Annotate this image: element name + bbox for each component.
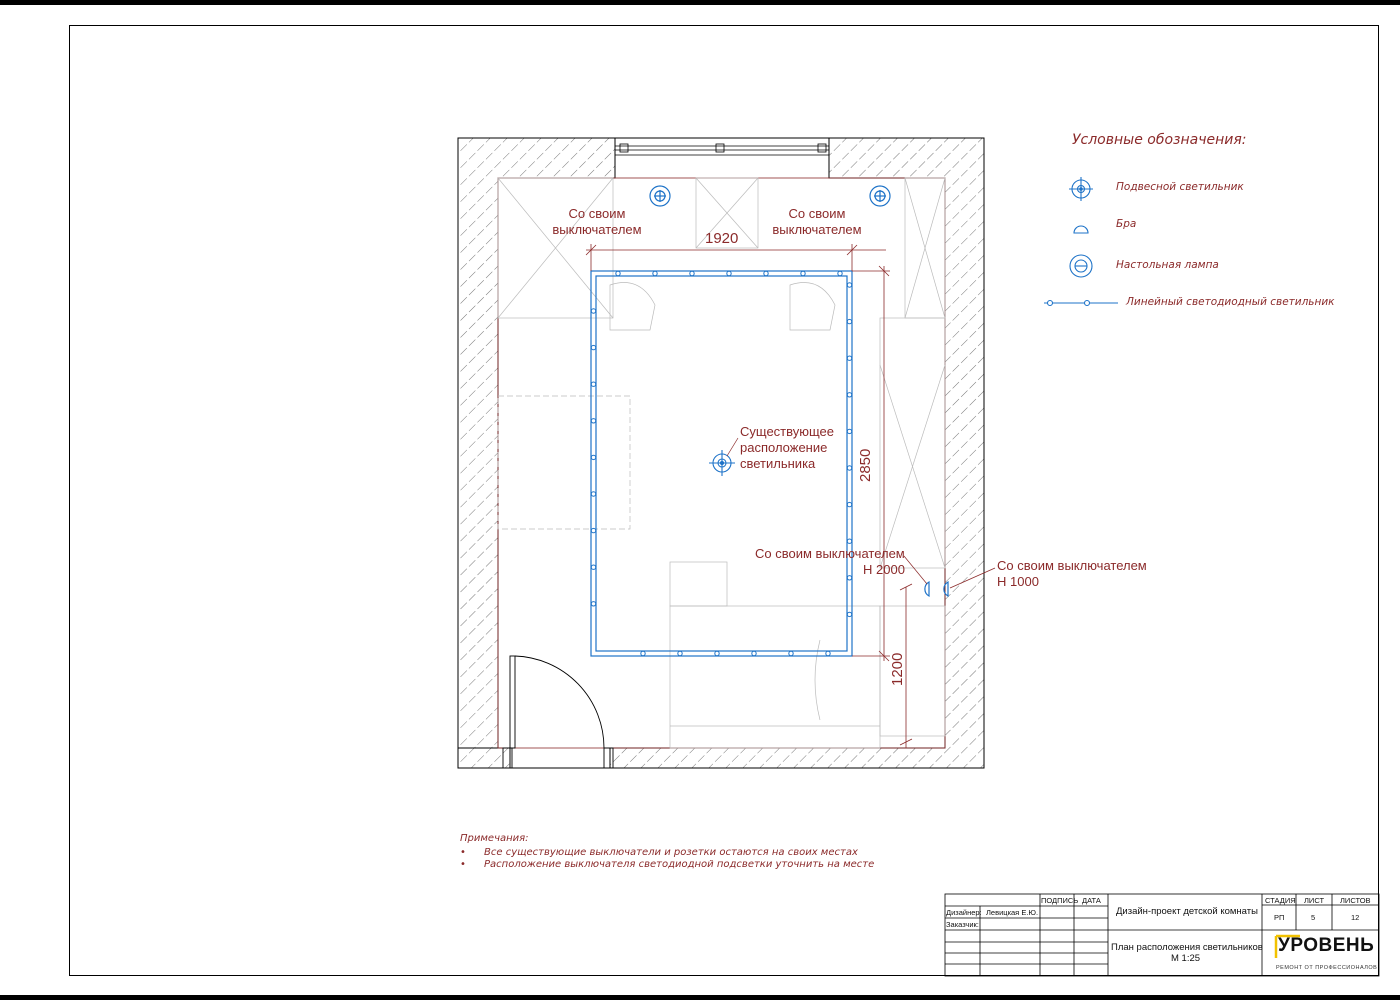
led-node — [846, 465, 853, 471]
pendant-light-icon — [869, 185, 891, 207]
own-switch-label-right: Со своим выключателем — [772, 206, 862, 237]
led-node — [846, 575, 853, 581]
wall-sconce-icon — [924, 580, 949, 598]
dimension-lines — [585, 244, 913, 748]
led-node — [590, 491, 597, 497]
led-node — [590, 418, 597, 424]
tb-stage: РП — [1274, 913, 1285, 922]
legend-title: Условные обозначения: — [1072, 132, 1247, 148]
led-node — [726, 270, 732, 277]
legend-item-linear-led: Линейный светодиодный светильник — [1126, 296, 1335, 308]
note-item: Все существующие выключатели и розетки о… — [460, 847, 874, 860]
led-node — [677, 650, 683, 657]
tb-sheets: 12 — [1351, 913, 1360, 922]
legend-item-pendant: Подвесной светильник — [1116, 181, 1244, 193]
tb-designer-name: Левицкая Е.Ю. — [986, 908, 1039, 917]
legend-item-sconce: Бра — [1116, 218, 1137, 230]
led-node — [590, 564, 597, 570]
notes-block: Примечания: Все существующие выключатели… — [460, 833, 874, 872]
led-node — [590, 601, 597, 607]
pendant-light-icon — [649, 185, 671, 207]
tb-sheet: 5 — [1311, 913, 1316, 922]
own-switch-label-left: Со своим выключателем — [552, 206, 642, 237]
led-node — [846, 318, 853, 325]
led-node — [590, 527, 597, 534]
led-node — [846, 392, 853, 398]
dimension-bed-offset: 1200 — [889, 652, 906, 686]
tb-stage-header: СТАДИЯ — [1265, 896, 1296, 905]
led-node — [846, 282, 853, 288]
tb-signature-header: ПОДПИСЬ — [1041, 896, 1079, 905]
led-node — [825, 650, 831, 657]
furniture — [497, 177, 946, 749]
led-node — [590, 381, 597, 387]
led-node — [615, 270, 621, 277]
dimension-width: 1920 — [705, 230, 739, 247]
window — [615, 143, 829, 156]
legend-item-table-lamp: Настольная лампа — [1116, 259, 1219, 271]
title-block-grid — [944, 893, 1380, 977]
tb-sheet-title: План расположения светильников — [1111, 942, 1263, 953]
led-strip-perimeter — [590, 270, 853, 657]
ceiling-light-icon — [709, 450, 735, 476]
led-node — [800, 270, 806, 277]
led-node — [714, 650, 720, 657]
notes-list: Все существующие выключатели и розетки о… — [460, 847, 874, 872]
tb-date-header: ДАТА — [1082, 896, 1101, 905]
led-node — [846, 355, 853, 361]
own-switch-h2000-height: Н 2000 — [863, 562, 905, 577]
sheet-frame — [69, 25, 1379, 976]
existing-fixture-label: Существующее расположение светильника — [740, 424, 835, 471]
note-item: Расположение выключателя светодиодной по… — [460, 859, 874, 872]
tb-sheet-header: ЛИСТ — [1304, 896, 1325, 905]
tb-customer-label: Заказчик: — [946, 920, 979, 929]
led-node — [846, 611, 853, 618]
led-node — [763, 270, 769, 277]
led-node — [689, 270, 695, 277]
tb-designer-label: Дизайнер: — [946, 908, 982, 917]
door — [502, 655, 614, 769]
leader-lines — [726, 437, 996, 589]
led-node — [837, 270, 843, 277]
led-node — [846, 501, 853, 508]
led-node — [590, 454, 597, 461]
top-border-bar — [0, 0, 1400, 5]
company-logo: УРОВЕНЬ — [1278, 935, 1375, 956]
tb-scale: М 1:25 — [1171, 953, 1201, 964]
legend-icons — [1044, 177, 1118, 307]
led-node — [846, 538, 853, 544]
dimension-height: 2850 — [857, 448, 874, 482]
bottom-border-bar — [0, 995, 1400, 1000]
company-logo-subtitle: РЕМОНТ ОТ ПРОФЕССИОНАЛОВ — [1276, 965, 1378, 971]
own-switch-h2000-label: Со своим выключателем — [755, 546, 905, 561]
led-node — [590, 308, 597, 314]
own-switch-h1000-label: Со своим выключателем — [997, 558, 1147, 573]
tb-sheets-header: ЛИСТОВ — [1340, 896, 1371, 905]
led-node — [846, 428, 853, 435]
led-node — [788, 650, 794, 657]
led-strip-nodes — [590, 270, 853, 657]
led-node — [590, 344, 597, 351]
led-node — [751, 650, 757, 657]
notes-title: Примечания: — [460, 833, 529, 844]
own-switch-h1000-height: Н 1000 — [997, 574, 1039, 589]
led-node — [640, 650, 646, 657]
tb-project-title: Дизайн-проект детской комнаты — [1116, 906, 1258, 917]
led-node — [652, 270, 658, 277]
